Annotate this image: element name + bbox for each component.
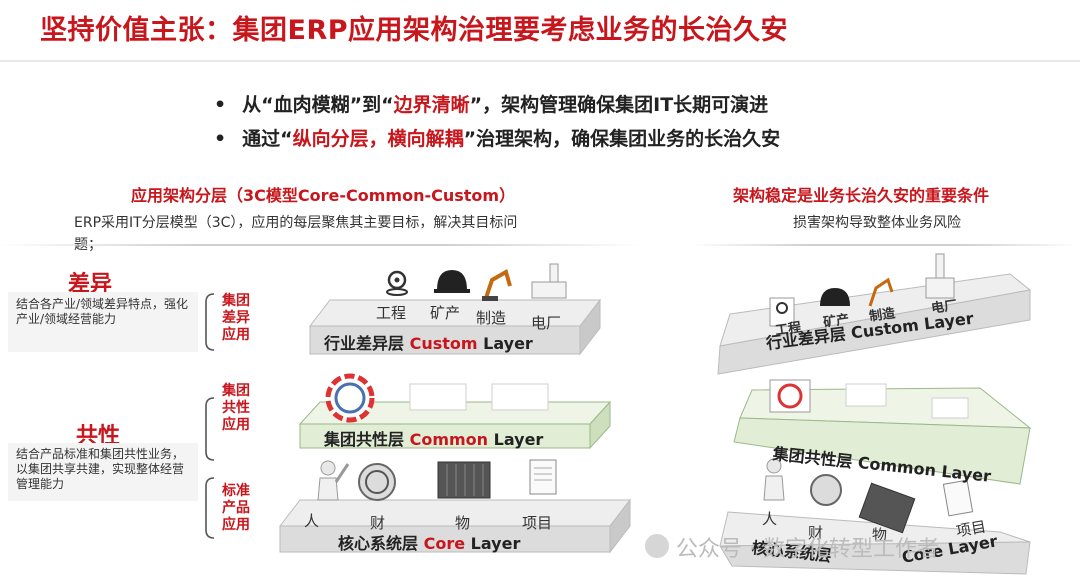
location-icon <box>386 270 408 296</box>
icon-label-finance: 财 <box>370 514 386 532</box>
container-icon <box>437 461 491 499</box>
right-person-icon <box>763 458 785 501</box>
right-layer-diagram <box>717 253 1032 575</box>
brackets <box>205 293 215 539</box>
watermark-logo-icon <box>645 534 669 558</box>
watermark-text: 公众号 · 数字化转型工作者 <box>676 537 939 562</box>
common-desc: 结合产品标准和集团共性业务，以集团共享共建，实现整体经营管理能力 <box>16 447 185 491</box>
robot-arm-icon <box>482 268 512 301</box>
factory-icon <box>531 263 567 299</box>
icon-label-engineering: 工程 <box>376 304 407 322</box>
right-sub: 损害架构导致整体业务风险 <box>793 215 961 231</box>
core-layer-label: 核心系统层 Core Layer <box>338 534 521 553</box>
coin-icon <box>358 463 396 501</box>
title-divider <box>0 60 1080 62</box>
icon-label-people: 人 <box>304 512 320 530</box>
person-icon <box>317 460 350 501</box>
icon-label-project: 项目 <box>522 514 553 532</box>
icon-label-power-plant: 电厂 <box>531 314 562 332</box>
right-core-slab <box>719 511 1031 575</box>
custom-layer-label: 行业差异层 Custom Layer <box>324 334 533 353</box>
right-common-modules <box>845 383 969 419</box>
common-layer-label: 集团共性层 Common Layer <box>324 430 544 449</box>
right-icon-label-materials: 物 <box>872 526 888 544</box>
right-heading: 架构稳定是业务长治久安的重要条件 <box>733 186 990 205</box>
vlabel-core: 标准 产品 应用 <box>222 483 250 533</box>
core-layer-slab <box>278 498 632 554</box>
right-icon-label-finance: 财 <box>808 524 824 542</box>
right-hardhat-icon <box>820 288 850 306</box>
left-desc-line1: ERP采用IT分层模型（3C），应用的每层聚焦其主要目标，解决其目标问 <box>74 215 518 231</box>
page-title: 坚持价值主张：集团ERP应用架构治理要考虑业务的长治久安 <box>40 15 789 46</box>
right-robot-arm-icon <box>868 277 894 307</box>
left-divider <box>0 244 640 246</box>
bullet-2: •通过“纵向分层，横向解耦”治理架构，确保集团业务的长治久安 <box>214 128 781 150</box>
common-modules <box>409 383 549 411</box>
vlabel-custom: 集团 差异 应用 <box>222 293 250 343</box>
icon-label-manufacturing: 制造 <box>476 309 507 327</box>
left-heading: 应用架构分层（3C模型Core-Common-Custom） <box>131 186 516 205</box>
right-container-icon <box>858 482 916 534</box>
vlabel-common: 集团 共性 应用 <box>222 383 250 433</box>
right-document-icon <box>942 479 974 517</box>
right-coin-icon <box>810 474 842 506</box>
right-factory-icon <box>925 253 955 299</box>
icon-label-materials: 物 <box>455 514 471 532</box>
document-icon <box>529 459 557 495</box>
icon-label-mining: 矿产 <box>430 304 461 322</box>
diff-desc: 结合各产业/领域差异特点，强化产业/领域经营能力 <box>16 297 189 326</box>
custom-layer-slab <box>308 298 602 356</box>
hardhat-icon <box>434 270 470 293</box>
left-layer-diagram <box>278 263 632 554</box>
right-common-chip-icon <box>769 379 811 413</box>
common-chip-icon <box>325 373 375 423</box>
diff-box <box>8 292 198 352</box>
right-icon-label-people: 人 <box>762 510 778 528</box>
right-divider <box>690 244 1080 246</box>
right-location-icon <box>769 297 795 327</box>
common-box <box>8 443 198 501</box>
bullet-1: •从“血肉模糊”到“边界清晰”，架构管理确保集团IT长期可演进 <box>214 94 769 116</box>
